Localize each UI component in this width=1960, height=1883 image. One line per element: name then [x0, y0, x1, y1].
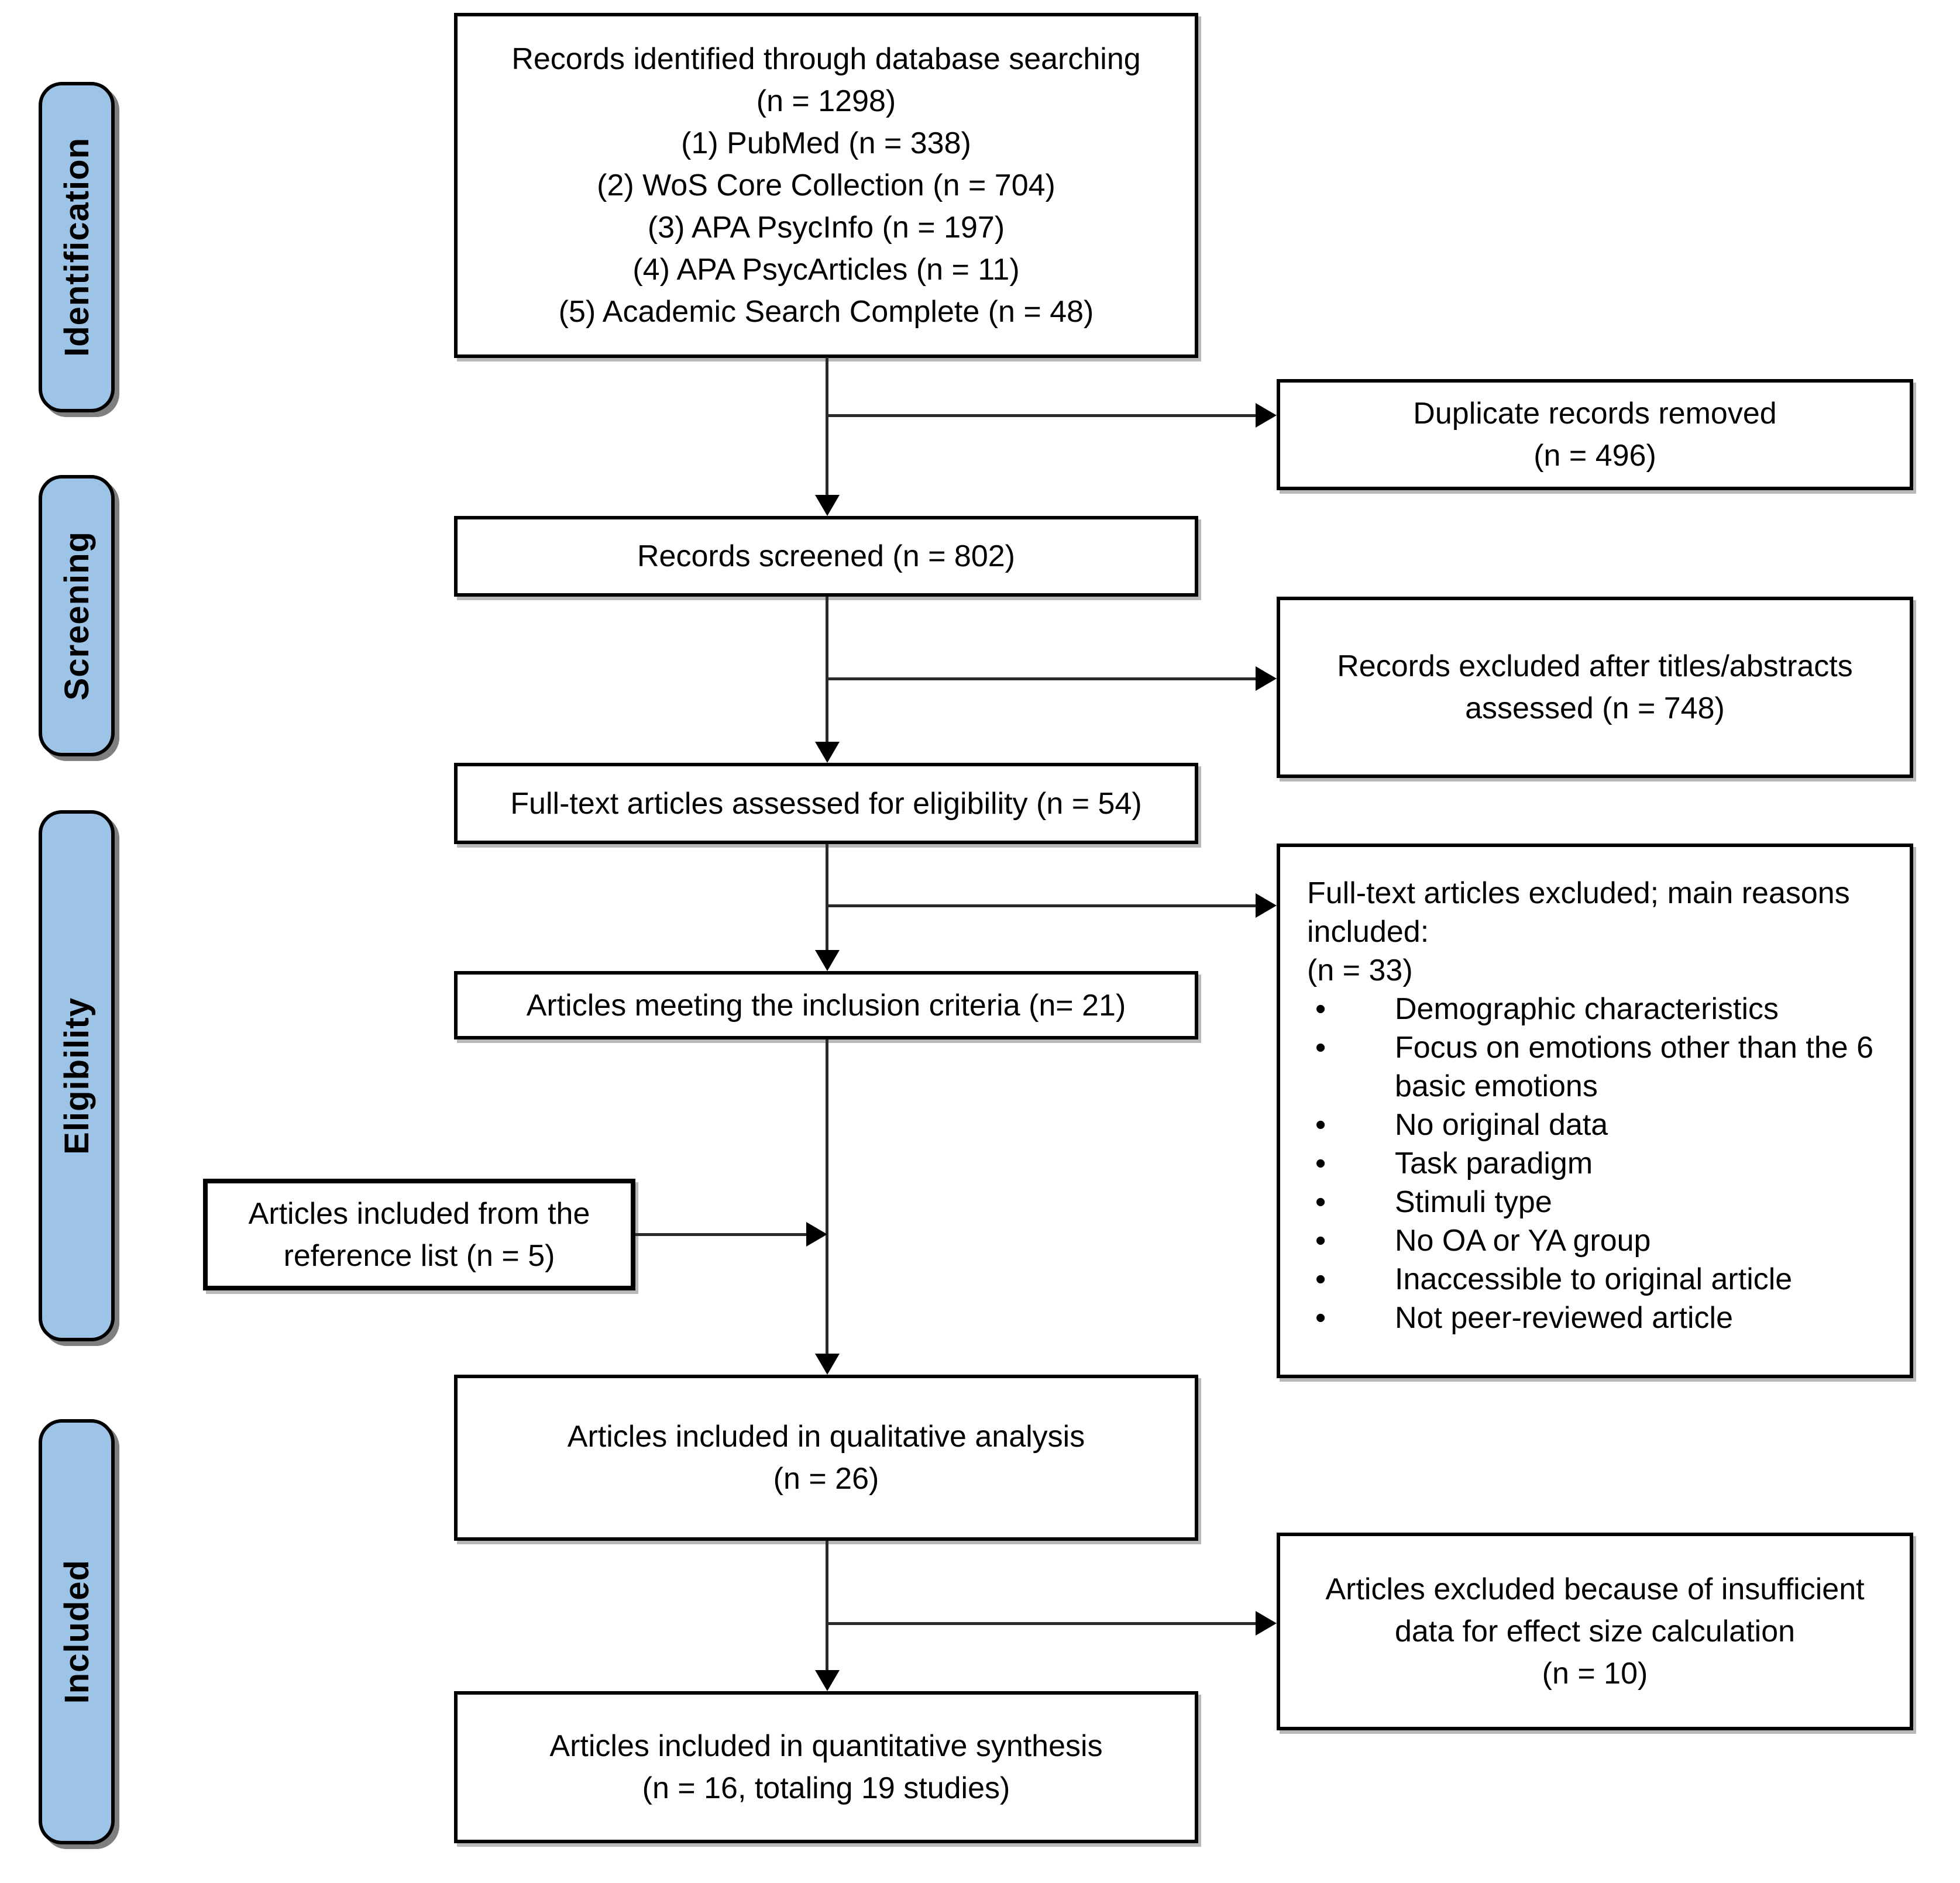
box-text-line: Records screened (n = 802) — [637, 539, 1015, 573]
box-text-line: assessed (n = 748) — [1465, 691, 1725, 725]
box-text-line: (n = 26) — [773, 1462, 879, 1496]
flow-line — [826, 844, 828, 952]
reference-list-box: Articles included from the reference lis… — [203, 1179, 635, 1290]
bullet-icon: • — [1315, 1262, 1326, 1296]
box-text-line: (1) PubMed (n = 338) — [681, 126, 971, 160]
exclusion-reason-item: • Stimuli type — [1307, 1183, 1889, 1221]
box-text-line: (2) WoS Core Collection (n = 704) — [597, 168, 1055, 202]
bullet-icon: • — [1315, 1224, 1326, 1258]
box-text-line: Records excluded after titles/abstracts — [1337, 649, 1853, 683]
fulltext-excluded-box: Full-text articles excluded; main reason… — [1277, 844, 1913, 1378]
stage-label-text: Identification — [57, 137, 96, 357]
flow-line — [826, 904, 1257, 907]
arrow-right-icon — [1256, 403, 1277, 428]
bullet-icon: • — [1315, 1301, 1326, 1335]
box-text-line: Duplicate records removed — [1413, 397, 1777, 431]
exclusion-reason-text: Not peer-reviewed article — [1395, 1301, 1734, 1335]
exclusion-reason-item: • Task paradigm — [1307, 1144, 1889, 1183]
box-text-line: Articles excluded because of insufficien… — [1325, 1572, 1865, 1606]
stage-label-included: Included — [39, 1419, 115, 1844]
records-screened-box: Records screened (n = 802) — [454, 516, 1198, 597]
exclusion-reason-item: • No OA or YA group — [1307, 1221, 1889, 1260]
arrow-right-icon — [1256, 893, 1277, 918]
arrow-right-icon — [1256, 666, 1277, 691]
stage-label-text: Screening — [57, 531, 96, 701]
box-text-line: Full-text articles assessed for eligibil… — [510, 786, 1142, 821]
stage-label-text: Eligibility — [57, 997, 96, 1155]
flow-line — [635, 1233, 806, 1236]
box-text-line: (n = 496) — [1533, 439, 1656, 473]
arrow-down-icon — [815, 1670, 840, 1691]
arrow-down-icon — [815, 1354, 840, 1375]
arrow-down-icon — [815, 742, 840, 763]
exclusion-reason-text: Inaccessible to original article — [1395, 1262, 1793, 1296]
flow-line — [826, 357, 828, 496]
flow-line — [826, 1541, 828, 1672]
flow-line — [826, 677, 1257, 680]
exclusion-reason-text: Stimuli type — [1395, 1185, 1552, 1219]
box-text-line: Articles meeting the inclusion criteria … — [526, 988, 1126, 1023]
records-excluded-box: Records excluded after titles/abstracts … — [1277, 597, 1913, 778]
box-text-line: Full-text articles excluded; main reason… — [1307, 876, 1850, 910]
stage-label-identification: Identification — [39, 82, 115, 412]
bullet-icon: • — [1315, 992, 1326, 1026]
box-text-line: Records identified through database sear… — [511, 42, 1141, 76]
box-text-line: (n = 10) — [1542, 1657, 1648, 1691]
box-text-line: Articles included in quantitative synthe… — [549, 1729, 1103, 1763]
stage-label-eligibility: Eligibility — [39, 810, 115, 1341]
arrow-down-icon — [815, 950, 840, 971]
qualitative-analysis-box: Articles included in qualitative analysi… — [454, 1375, 1198, 1541]
inclusion-criteria-box: Articles meeting the inclusion criteria … — [454, 971, 1198, 1039]
exclusion-reason-text: Task paradigm — [1395, 1147, 1593, 1180]
exclusion-reason-item: • Inaccessible to original article — [1307, 1260, 1889, 1299]
duplicates-removed-box: Duplicate records removed (n = 496) — [1277, 379, 1913, 490]
insufficient-data-box: Articles excluded because of insufficien… — [1277, 1533, 1913, 1730]
box-text-line: included: — [1307, 915, 1429, 949]
arrow-right-icon — [806, 1222, 827, 1247]
exclusion-reason-item: • Demographic characteristics — [1307, 990, 1889, 1028]
records-identified-box: Records identified through database sear… — [454, 13, 1198, 358]
bullet-icon: • — [1315, 1185, 1326, 1219]
box-text-line: (n = 16, totaling 19 studies) — [642, 1771, 1010, 1805]
flow-line — [826, 1622, 1257, 1625]
box-text-line: (5) Academic Search Complete (n = 48) — [558, 295, 1094, 329]
bullet-icon: • — [1315, 1031, 1326, 1065]
box-text-line: (n = 1298) — [756, 84, 896, 118]
arrow-right-icon — [1256, 1611, 1277, 1636]
exclusion-reason-text: Focus on emotions other than the 6 basic… — [1395, 1031, 1874, 1103]
flow-line — [826, 597, 828, 744]
fulltext-assessed-box: Full-text articles assessed for eligibil… — [454, 763, 1198, 844]
exclusion-reason-item: • No original data — [1307, 1106, 1889, 1144]
arrow-down-icon — [815, 495, 840, 516]
box-text-line: Articles included from the — [248, 1196, 590, 1231]
exclusion-reason-item: • Focus on emotions other than the 6 bas… — [1307, 1028, 1889, 1106]
box-text-line: (4) APA PsycArticles (n = 11) — [632, 253, 1020, 287]
exclusion-reason-text: Demographic characteristics — [1395, 992, 1779, 1026]
exclusion-reason-text: No OA or YA group — [1395, 1224, 1651, 1258]
flow-line — [826, 414, 1257, 417]
box-text-line: Articles included in qualitative analysi… — [567, 1420, 1085, 1454]
box-text-line: (n = 33) — [1307, 953, 1413, 987]
bullet-icon: • — [1315, 1147, 1326, 1180]
stage-label-text: Included — [57, 1560, 96, 1704]
flow-line — [826, 1039, 828, 1356]
stage-label-screening: Screening — [39, 475, 115, 756]
bullet-icon: • — [1315, 1108, 1326, 1142]
box-text-line: reference list (n = 5) — [283, 1238, 555, 1273]
exclusion-reason-item: • Not peer-reviewed article — [1307, 1299, 1889, 1337]
box-text-line: data for effect size calculation — [1394, 1615, 1796, 1648]
quantitative-synthesis-box: Articles included in quantitative synthe… — [454, 1691, 1198, 1843]
exclusion-reason-text: No original data — [1395, 1108, 1608, 1142]
box-text-line: (3) APA PsycInfo (n = 197) — [647, 211, 1005, 245]
